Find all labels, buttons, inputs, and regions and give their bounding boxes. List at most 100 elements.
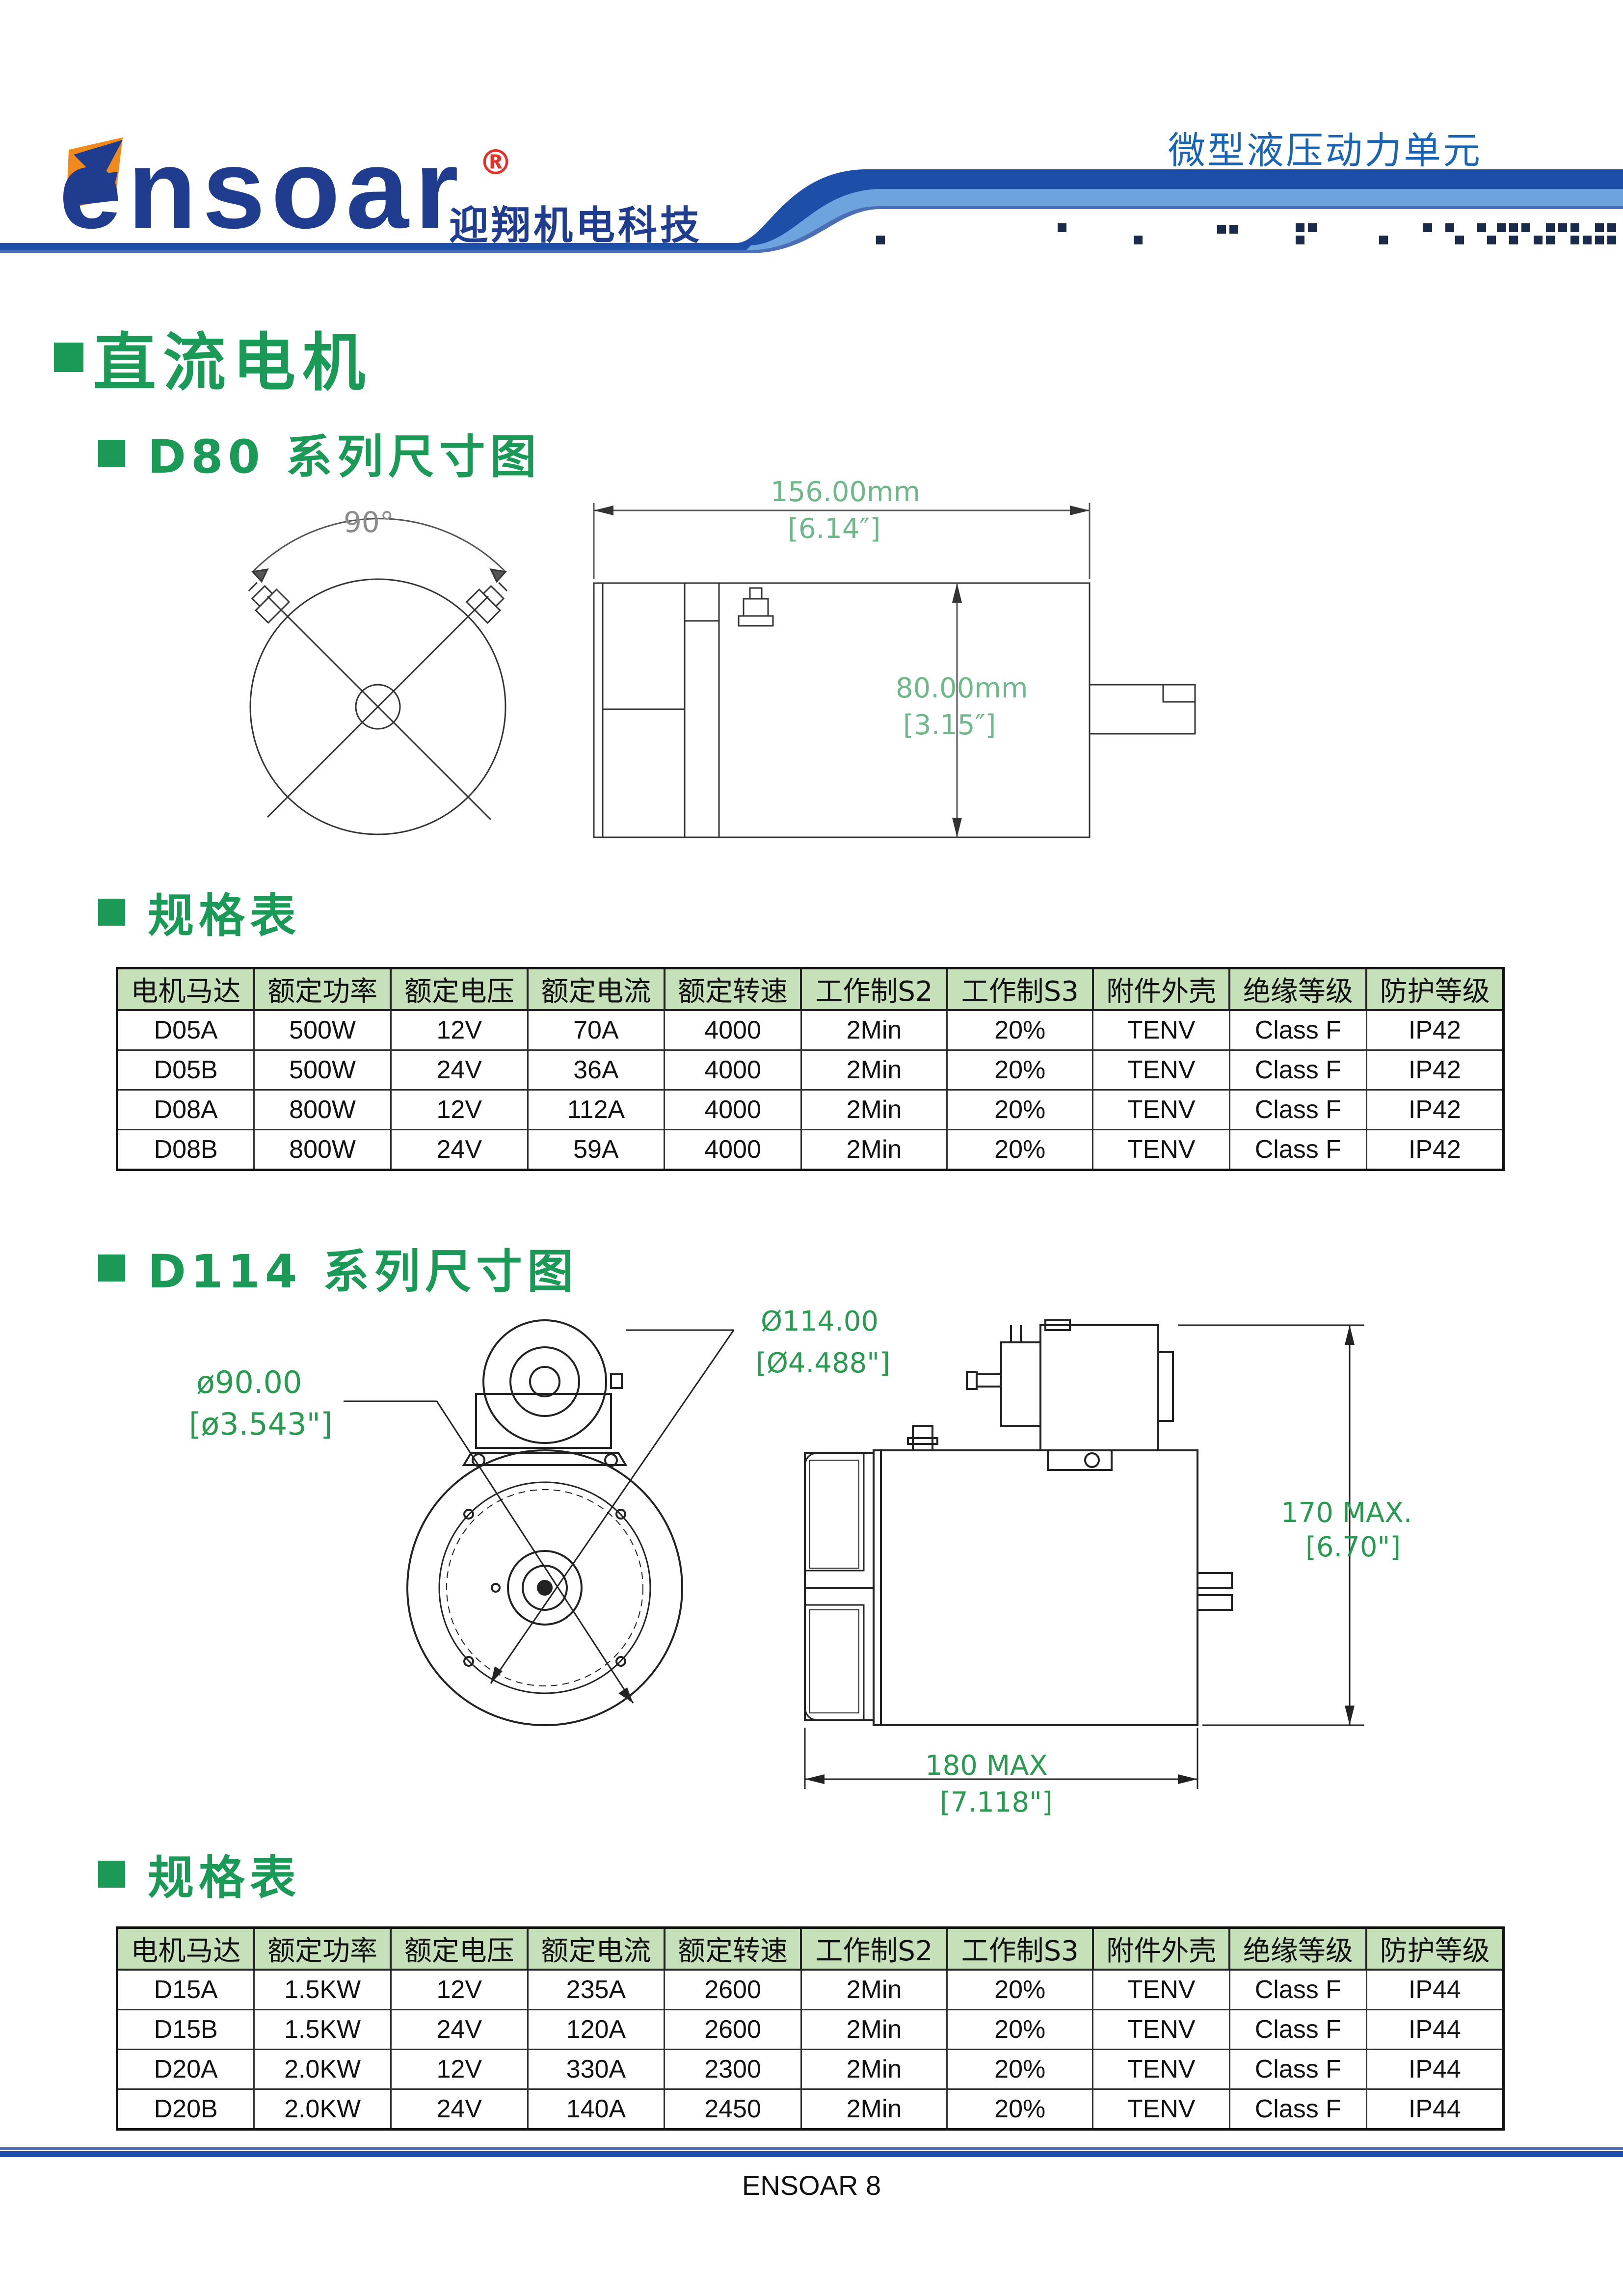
table-cell: 20% xyxy=(946,2009,1094,2050)
table-cell: 4000 xyxy=(664,1129,802,1171)
table-cell: 20% xyxy=(946,1129,1094,1171)
table-cell: D08B xyxy=(116,1129,255,1171)
spec-table-d114: 电机马达 额定功率 额定电压 额定电流 额定转速 工作制S2 工作制S3 附件外… xyxy=(116,1926,1505,2131)
table-cell: Class F xyxy=(1228,2088,1367,2130)
table-cell: TENV xyxy=(1092,1049,1230,1091)
table-cell: 120A xyxy=(527,2009,665,2050)
table-cell: 20% xyxy=(946,1009,1094,1051)
table-cell: Class F xyxy=(1228,1009,1367,1051)
table-header-row: 电机马达 额定功率 额定电压 额定电流 额定转速 工作制S2 工作制S3 附件外… xyxy=(116,967,1505,1011)
table-cell: 12V xyxy=(390,2049,529,2090)
col-header: 附件外壳 xyxy=(1091,967,1231,1011)
table-cell: TENV xyxy=(1092,2049,1230,2090)
table-cell: 2450 xyxy=(664,2088,802,2130)
d80-height-in: [3.15″] xyxy=(903,709,996,741)
table-cell: 12V xyxy=(390,1009,529,1051)
table-cell: 1.5KW xyxy=(253,2009,392,2050)
table-cell: 2Min xyxy=(800,2049,948,2090)
d114-section-title-text: D114 系列尺寸图 xyxy=(148,1245,578,1299)
d114-dia114-in: [Ø4.488"] xyxy=(756,1347,890,1379)
d114-section-title: D114 系列尺寸图 xyxy=(98,1234,578,1301)
table2-section-title: 规格表 xyxy=(98,1841,301,1907)
footer-rule xyxy=(0,2147,1623,2157)
logo-mark xyxy=(66,137,123,209)
d114-drawing xyxy=(344,1319,1364,1789)
table-header-row: 电机马达 额定功率 额定电压 额定电流 额定转速 工作制S2 工作制S3 附件外… xyxy=(116,1926,1505,1971)
table-cell: 235A xyxy=(527,1969,665,2010)
col-header: 电机马达 xyxy=(116,967,255,1011)
table-cell: 800W xyxy=(253,1089,392,1130)
col-header: 工作制S3 xyxy=(946,1926,1094,1971)
page-title-text: 直流电机 xyxy=(93,326,372,400)
header-swoosh xyxy=(0,137,1623,253)
col-header: 额定电压 xyxy=(390,1926,529,1971)
table-cell: D15A xyxy=(116,1969,255,2010)
table-cell: 20% xyxy=(946,2088,1094,2130)
d114-length-label: 180 MAX xyxy=(925,1750,1048,1782)
d114-dia90-in: [ø3.543"] xyxy=(189,1406,333,1442)
table-cell: 70A xyxy=(527,1009,665,1051)
table1-section-title: 规格表 xyxy=(98,879,301,945)
table-cell: D15B xyxy=(116,2009,255,2050)
d114-dia114-label: Ø114.00 xyxy=(761,1306,879,1337)
table-cell: 20% xyxy=(946,1969,1094,2010)
table-cell: 2.0KW xyxy=(253,2088,392,2130)
table-cell: 24V xyxy=(390,1049,529,1091)
section-bullet xyxy=(98,439,125,467)
d80-drawing xyxy=(248,503,1196,838)
table-cell: IP42 xyxy=(1365,1049,1505,1091)
table-cell: 112A xyxy=(527,1089,665,1130)
col-header: 额定转速 xyxy=(663,967,802,1011)
section-bullet xyxy=(98,1860,125,1888)
table-cell: TENV xyxy=(1092,1969,1230,2010)
title-bullet xyxy=(54,342,83,372)
logo-chinese-name: 迎翔机电科技 xyxy=(449,203,702,248)
table-cell: TENV xyxy=(1092,2009,1230,2050)
col-header: 额定电压 xyxy=(390,967,529,1011)
d80-angle-label: 90° xyxy=(344,506,394,539)
table-cell: 12V xyxy=(390,1089,529,1130)
table-cell: 2Min xyxy=(800,1089,948,1130)
col-header: 额定功率 xyxy=(253,1926,392,1971)
table-cell: IP44 xyxy=(1365,1969,1505,2010)
table-cell: 2600 xyxy=(664,2009,802,2050)
table-cell: IP44 xyxy=(1365,2088,1505,2130)
table-cell: IP42 xyxy=(1365,1009,1505,1051)
table-cell: IP42 xyxy=(1365,1089,1505,1130)
table-cell: 24V xyxy=(390,1129,529,1171)
table-cell: 140A xyxy=(527,2088,665,2130)
col-header: 工作制S2 xyxy=(800,967,948,1011)
col-header: 绝缘等级 xyxy=(1228,1926,1368,1971)
table-cell: 2Min xyxy=(800,1129,948,1171)
page-footer: ENSOAR 8 xyxy=(742,2170,881,2201)
table1-section-title-text: 规格表 xyxy=(148,889,301,943)
table-cell: 1.5KW xyxy=(253,1969,392,2010)
table-cell: TENV xyxy=(1092,2088,1230,2130)
table-cell: Class F xyxy=(1228,1049,1367,1091)
table-cell: 4000 xyxy=(664,1049,802,1091)
table-cell: Class F xyxy=(1228,1089,1367,1130)
table-cell: 2Min xyxy=(800,2009,948,2050)
table-cell: 2.0KW xyxy=(253,2049,392,2090)
d80-length-in: [6.14″] xyxy=(788,513,881,545)
table-cell: 24V xyxy=(390,2009,529,2050)
table-cell: 20% xyxy=(946,1089,1094,1130)
registered-mark: ® xyxy=(479,142,513,183)
table-cell: Class F xyxy=(1228,2049,1367,2090)
pixel-dots xyxy=(876,223,1616,244)
d114-length-in: [7.118"] xyxy=(940,1787,1053,1818)
table-cell: TENV xyxy=(1092,1089,1230,1130)
page-title: 直流电机 xyxy=(54,312,372,402)
table-cell: 2600 xyxy=(664,1969,802,2010)
table-cell: 500W xyxy=(253,1049,392,1091)
table-cell: IP44 xyxy=(1365,2009,1505,2050)
col-header: 电机马达 xyxy=(116,1926,255,1971)
logo-wordmark: ensoar xyxy=(59,126,465,252)
table-cell: D05B xyxy=(116,1049,255,1091)
spec-table-d80: 电机马达 额定功率 额定电压 额定电流 额定转速 工作制S2 工作制S3 附件外… xyxy=(116,967,1505,1171)
table-cell: IP42 xyxy=(1365,1129,1505,1171)
table-cell: 4000 xyxy=(664,1009,802,1051)
